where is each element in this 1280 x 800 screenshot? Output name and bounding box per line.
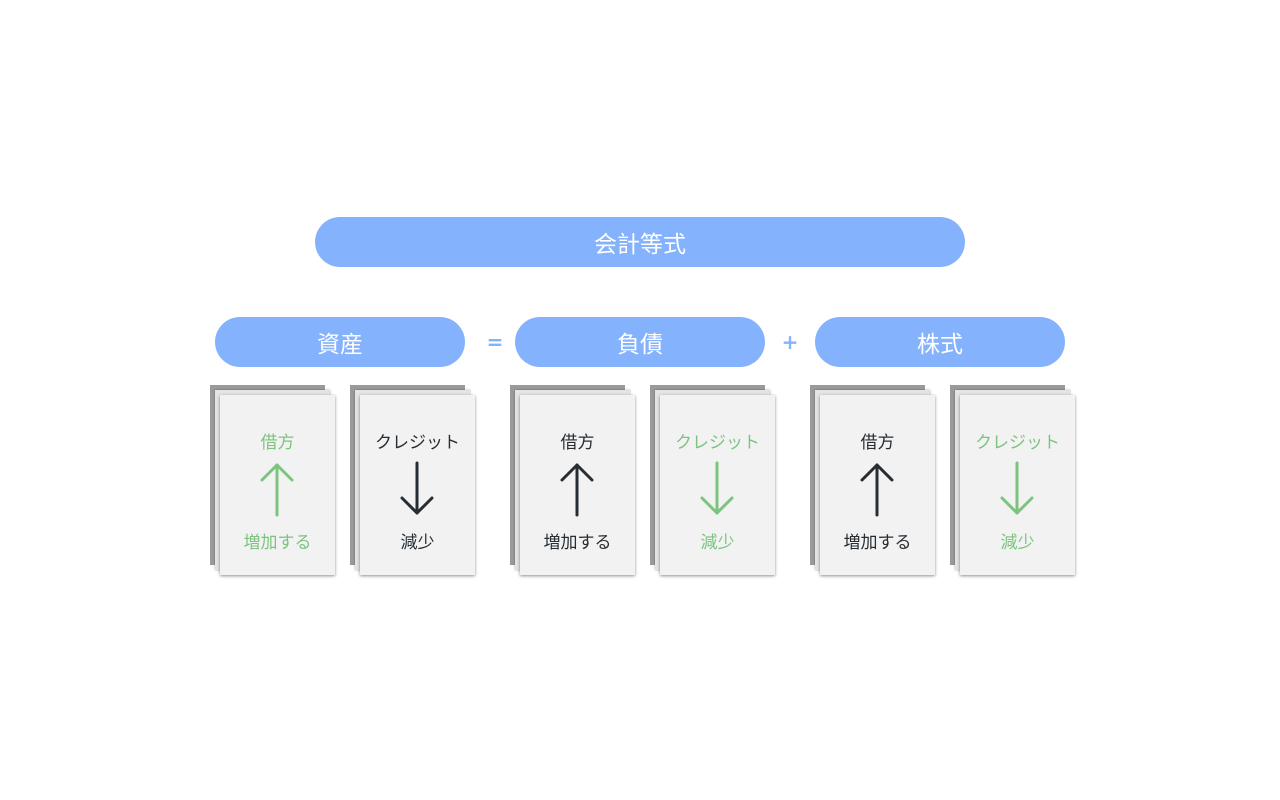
arrow-up-icon — [860, 463, 894, 517]
assets-header: 資産 — [215, 317, 465, 367]
card-bottom-label: 増加する — [843, 533, 912, 553]
arrow-head — [400, 496, 434, 515]
assets-debit-card: 借方 増加する — [210, 385, 335, 575]
arrow-head — [260, 463, 294, 482]
equals-sign: = — [486, 330, 504, 354]
equation-title: 会計等式 — [315, 217, 965, 267]
card-bottom-label: 減少 — [1000, 533, 1035, 553]
arrow-head — [860, 463, 894, 482]
card-top-label: クレジット — [675, 433, 760, 453]
liabilities-header: 負債 — [515, 317, 765, 367]
arrow-down-icon — [400, 461, 434, 515]
arrow-head — [700, 496, 734, 515]
equity-debit-card: 借方 増加する — [810, 385, 935, 575]
card-top-label: 借方 — [260, 433, 295, 453]
arrow-up-icon — [560, 463, 594, 517]
card-bottom-label: 増加する — [243, 533, 312, 553]
card-top-label: クレジット — [975, 433, 1060, 453]
card-top-label: 借方 — [560, 433, 595, 453]
assets-credit-card: クレジット 減少 — [350, 385, 475, 575]
equity-header: 株式 — [815, 317, 1065, 367]
arrow-down-icon — [700, 461, 734, 515]
arrow-down-icon — [1000, 461, 1034, 515]
card-top-label: クレジット — [375, 433, 460, 453]
arrow-head — [1000, 496, 1034, 515]
arrow-head — [560, 463, 594, 482]
card-bottom-label: 減少 — [400, 533, 435, 553]
card-top-label: 借方 — [860, 433, 895, 453]
liabilities-debit-card: 借方 増加する — [510, 385, 635, 575]
plus-sign: + — [781, 330, 799, 354]
equity-credit-card: クレジット 減少 — [950, 385, 1075, 575]
liabilities-credit-card: クレジット 減少 — [650, 385, 775, 575]
card-bottom-label: 減少 — [700, 533, 735, 553]
card-bottom-label: 増加する — [543, 533, 612, 553]
arrow-up-icon — [260, 463, 294, 517]
